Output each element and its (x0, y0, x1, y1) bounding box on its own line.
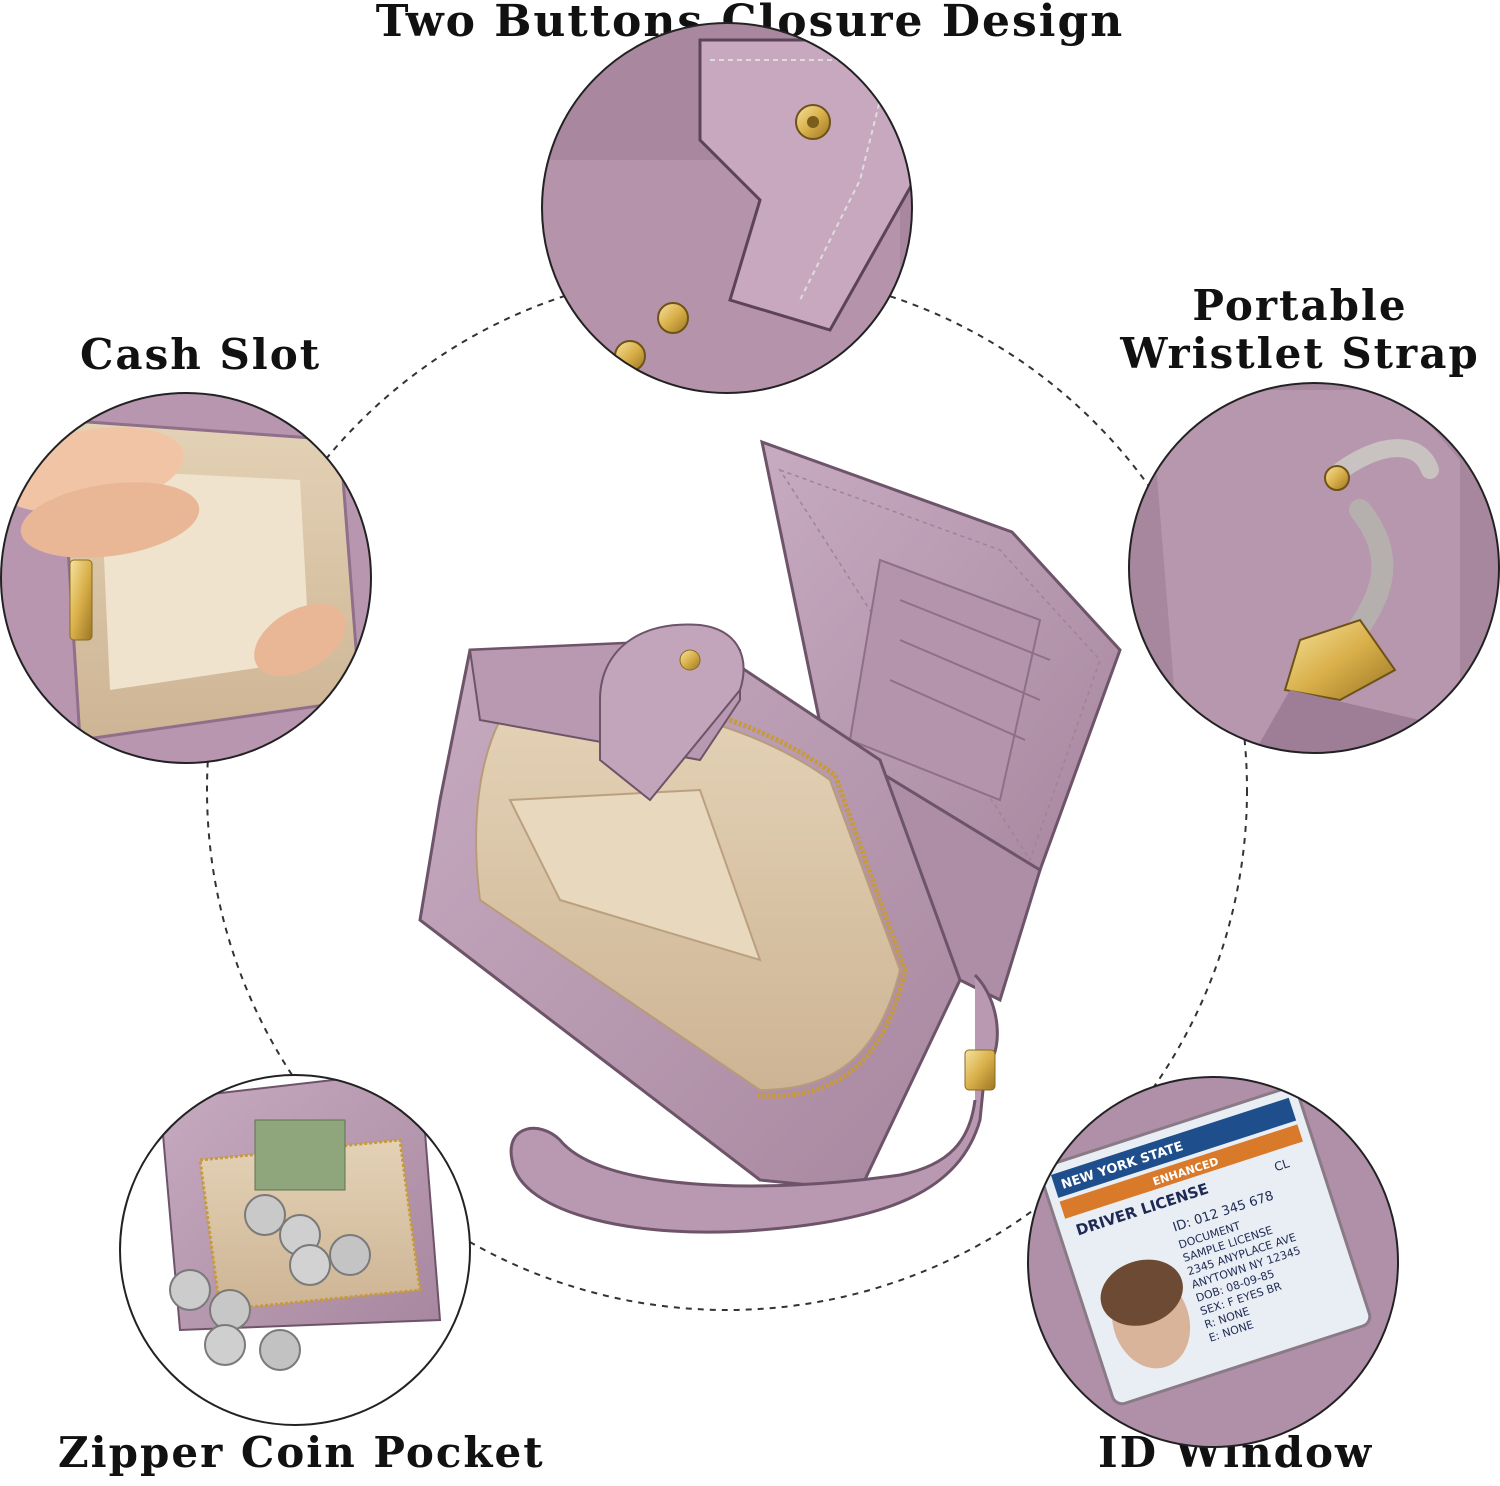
label-cash-slot: Cash Slot (80, 330, 322, 379)
id-card-class: CL (1272, 1156, 1291, 1174)
detail-circle-right (1128, 382, 1500, 754)
wallet-main (418, 439, 1122, 1234)
detail-circle-bottom-left (119, 1074, 471, 1426)
detail-two-buttons (542, 23, 912, 393)
label-zipper-coin-pocket: Zipper Coin Pocket (58, 1428, 545, 1477)
detail-cash-slot (1, 393, 371, 763)
detail-circle-top (541, 22, 913, 394)
detail-wristlet-strap (1129, 383, 1499, 753)
detail-circle-bottom-right (1027, 1076, 1399, 1448)
detail-id-window: NEW YORK STATE ENHANCED DRIVER LICENSE C… (1028, 1077, 1398, 1447)
detail-zipper-coin-pocket (120, 1075, 470, 1425)
label-wristlet-strap: Portable Wristlet Strap (1120, 281, 1480, 378)
detail-circle-left (0, 392, 372, 764)
